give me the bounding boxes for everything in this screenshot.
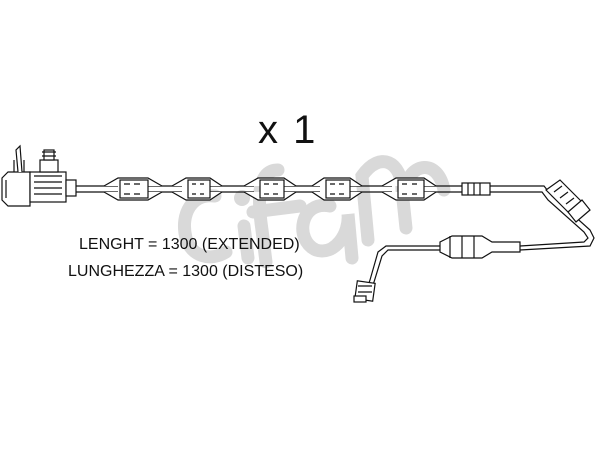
- quantity-label: x 1: [258, 108, 318, 152]
- watermark-dot: [234, 190, 250, 206]
- cable-clips: [103, 177, 491, 201]
- left-connector: [1, 144, 77, 207]
- length-label-italian: LUNGHEZZA = 1300 (DISTESO): [68, 263, 304, 280]
- sensor-probe: [353, 280, 376, 303]
- sensor-clip-right: [439, 179, 591, 259]
- length-label-english: LENGHT = 1300 (EXTENDED): [79, 236, 300, 253]
